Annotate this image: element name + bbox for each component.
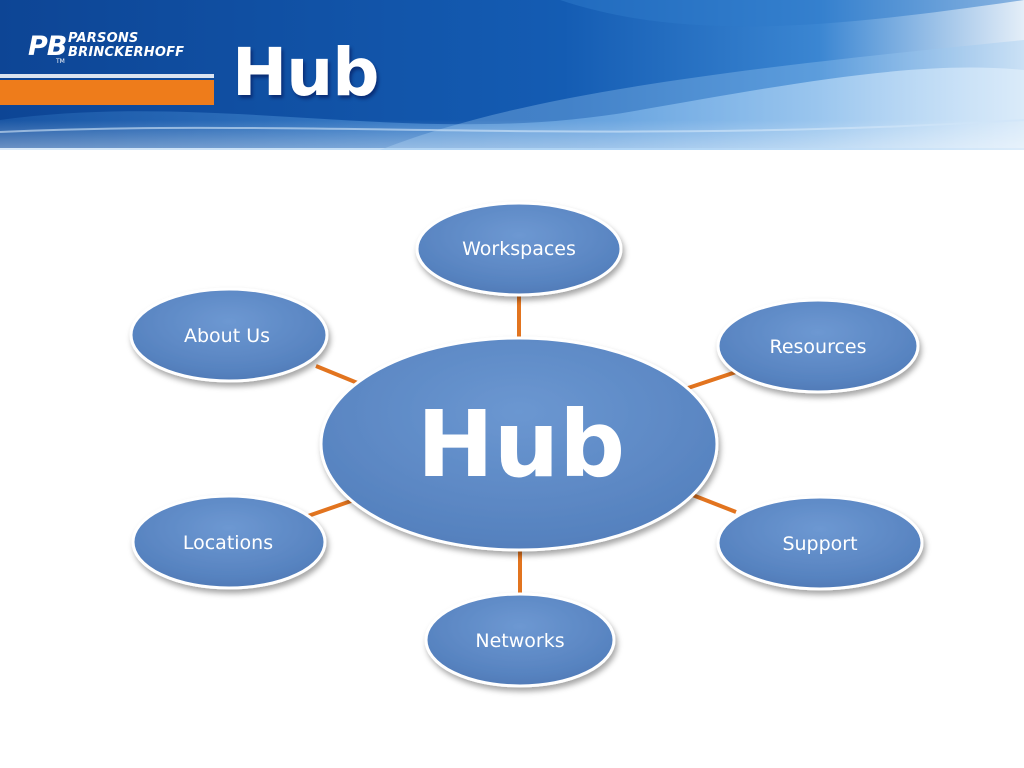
company-logo-mark: PB — [28, 31, 67, 62]
node-workspaces-label: Workspaces — [462, 238, 576, 260]
node-resources[interactable]: Resources — [716, 298, 920, 394]
hub-center-node: Hub — [319, 336, 719, 552]
node-about-us-label: About Us — [184, 325, 270, 347]
node-networks-label: Networks — [475, 630, 564, 652]
logo-name-line2: BRINCKERHOFF — [68, 45, 185, 60]
node-locations[interactable]: Locations — [131, 494, 327, 590]
connector-support — [689, 492, 737, 514]
connector-resources — [687, 370, 737, 390]
connectors — [307, 296, 737, 594]
logo-name-line1: PARSONS — [68, 31, 139, 46]
connector-locations — [307, 498, 355, 518]
company-logo-name: PARSONS BRINCKERHOFF — [68, 32, 184, 60]
node-networks[interactable]: Networks — [424, 592, 616, 688]
logo-trademark: TM — [56, 58, 65, 65]
connector-about-us — [315, 364, 361, 386]
banner-title: Hub — [232, 34, 379, 111]
hub-center-label: Hub — [417, 391, 625, 498]
header-banner: PB TM PARSONS BRINCKERHOFF Hub — [0, 0, 1024, 150]
node-resources-label: Resources — [769, 336, 866, 358]
node-workspaces[interactable]: Workspaces — [415, 201, 623, 297]
node-support[interactable]: Support — [716, 495, 924, 591]
node-locations-label: Locations — [183, 532, 273, 554]
node-about-us[interactable]: About Us — [129, 287, 329, 383]
banner-background — [0, 0, 1024, 150]
node-support-label: Support — [782, 533, 857, 555]
